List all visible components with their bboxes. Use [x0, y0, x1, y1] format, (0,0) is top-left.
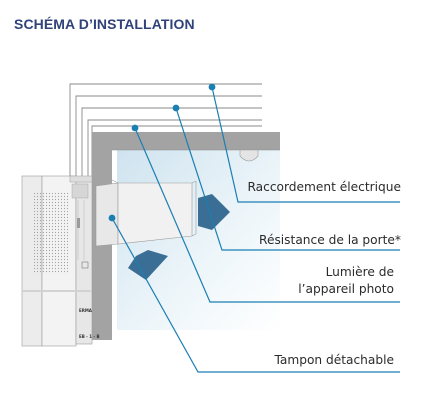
ce-mark [81, 261, 89, 269]
leader-line-camera-light [134, 127, 400, 303]
airflow-arrow-in [128, 250, 168, 280]
camera-light-dome [239, 149, 259, 162]
leader-dot-door-heater [172, 104, 180, 112]
wall-section [92, 132, 280, 340]
leader-dot-detachable-pad [108, 214, 116, 222]
device-label-top: ERMA [79, 308, 93, 313]
device-label-bottom: EB - 1 - B [79, 334, 100, 339]
callout-detachable-pad: Tampon détachable [273, 353, 394, 367]
callout-electrical-connection: Raccordement électrique [247, 180, 401, 194]
detachable-pad [95, 179, 197, 247]
callout-camera-light-line2: l’appareil photo [298, 282, 394, 296]
leader-line-door-heater [175, 107, 400, 251]
leader-dot-camera-light [131, 124, 139, 132]
leader-line-electrical [211, 86, 400, 203]
leader-dots [108, 83, 216, 222]
leader-line-detachable-pad [111, 217, 400, 373]
device-unit: ERMA EB - 1 - B [21, 175, 100, 347]
vent-grille [34, 192, 70, 274]
airflow-arrow-out [198, 194, 230, 230]
callout-door-heater: Résistance de la porte* [259, 233, 401, 247]
page-title: SCHÉMA D’INSTALLATION [14, 16, 195, 32]
leader-lines [111, 86, 400, 373]
callout-camera-light-line1: Lumière de [326, 265, 394, 279]
leader-dot-electrical [208, 83, 216, 91]
